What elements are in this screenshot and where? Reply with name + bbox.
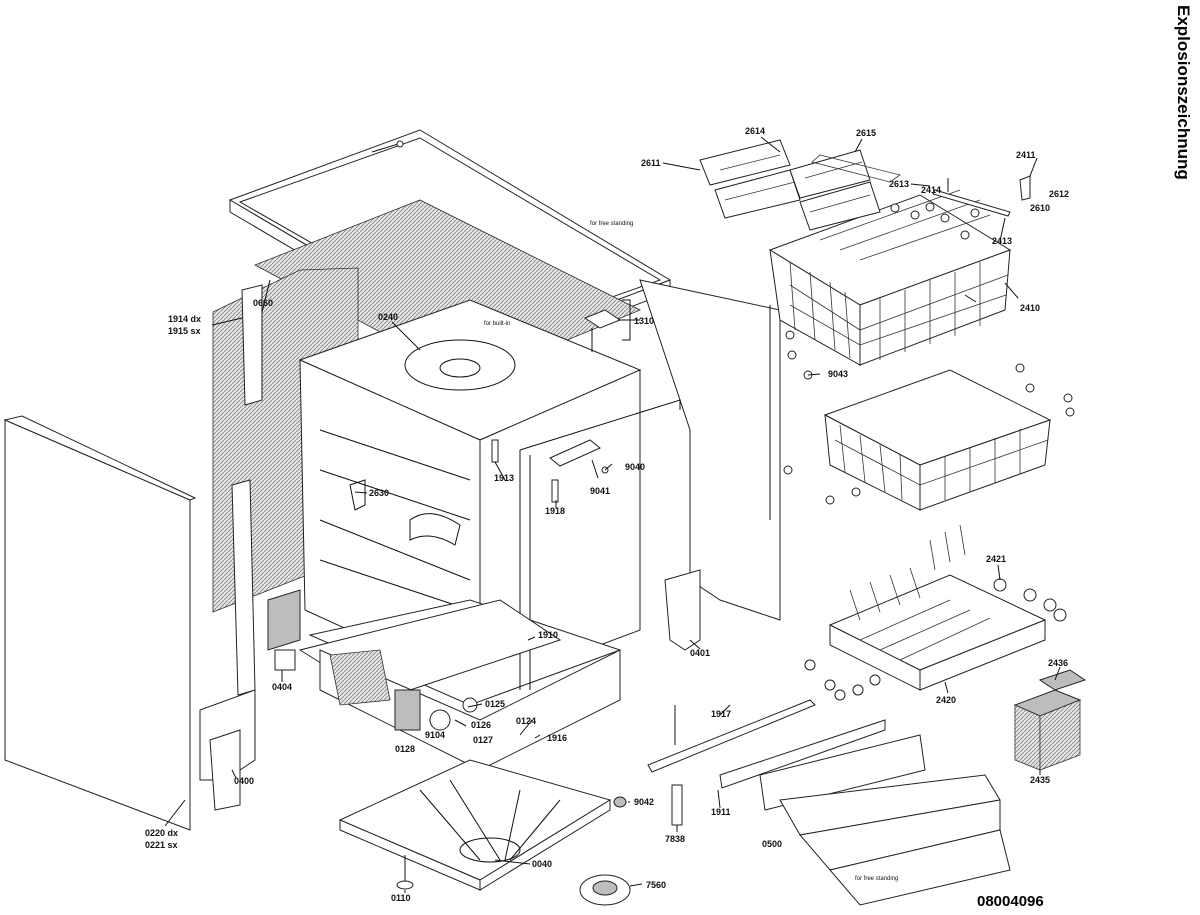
cutlery-basket: [1013, 669, 1087, 771]
label-2611: 2611: [641, 158, 661, 168]
label-1917: 1917: [711, 709, 731, 719]
pump-wheel-icon: [579, 874, 631, 906]
electronics-module: [267, 589, 301, 671]
label-1911: 1911: [711, 807, 731, 817]
diagram-title: Explosionszeichnung: [1174, 5, 1193, 180]
nut-9042: [613, 796, 627, 808]
label-2614: 2614: [745, 126, 765, 136]
middle-basket: [823, 369, 1052, 511]
drawing-number: 08004096: [977, 893, 1044, 910]
label-0240: 0240: [378, 312, 398, 322]
upper-basket: [768, 189, 1012, 366]
label-2410: 2410: [1020, 303, 1040, 313]
label-0040: 0040: [532, 859, 552, 869]
label-2420: 2420: [936, 695, 956, 705]
label-1915: 1915 sx: [168, 326, 201, 336]
label-2435: 2435: [1030, 775, 1050, 785]
label-2610: 2610: [1030, 203, 1050, 213]
label-0220: 0220 dx: [145, 828, 178, 838]
hinge-bracket: [583, 309, 622, 352]
door-panel: [4, 419, 191, 831]
part-labels: 2614 2615 2611 2613 2411 2414 2612 2610 …: [145, 126, 1069, 903]
label-7838: 7838: [665, 834, 685, 844]
cabinet-side-wall: [639, 279, 781, 621]
label-1916: 1916: [547, 733, 567, 743]
label-0221: 0221 sx: [145, 840, 178, 850]
label-9041: 9041: [590, 486, 610, 496]
label-2630: 2630: [369, 488, 389, 498]
label-1918: 1918: [545, 506, 565, 516]
label-9042: 9042: [634, 797, 654, 807]
spray-arm-clip: [349, 479, 366, 511]
label-2615: 2615: [856, 128, 876, 138]
basket-rollers: [783, 202, 1075, 701]
label-1913: 1913: [494, 473, 514, 483]
label-9043: 9043: [828, 369, 848, 379]
label-2612: 2612: [1049, 189, 1069, 199]
label-0126: 0126: [471, 720, 491, 730]
leader-lines: [164, 136, 1061, 893]
label-1910: 1910: [538, 630, 558, 640]
label-0404: 0404: [272, 682, 292, 692]
label-0128: 0128: [395, 744, 415, 754]
note-for-free-standing-top: for free standing: [590, 221, 633, 227]
label-2613: 2613: [889, 179, 909, 189]
label-2413: 2413: [992, 236, 1012, 246]
bracket-1913: [491, 439, 499, 463]
base-tray: [338, 759, 612, 891]
base-assembly: [298, 599, 621, 771]
label-0401: 0401: [690, 648, 710, 658]
label-7560: 7560: [646, 880, 666, 890]
label-1310: 1310: [634, 316, 654, 326]
foot-screw-icon: [396, 855, 414, 890]
label-9104: 9104: [425, 730, 445, 740]
label-9040: 9040: [625, 462, 645, 472]
note-for-free-standing-bottom: for free standing: [855, 876, 898, 882]
cup-shelf-rack: [699, 139, 881, 231]
label-2411: 2411: [1016, 150, 1036, 160]
label-2421: 2421: [986, 554, 1006, 564]
label-0110: 0110: [391, 893, 411, 903]
label-0660: 0660: [253, 298, 273, 308]
door-panel-edge: [3, 415, 197, 501]
label-0125: 0125: [485, 699, 505, 709]
note-for-built-in: for built-in: [484, 321, 510, 327]
left-frame-bracket: [199, 284, 263, 811]
lower-basket: [828, 524, 1047, 691]
right-frame-bracket: [664, 569, 701, 651]
label-2436: 2436: [1048, 658, 1068, 668]
rack-strip: [811, 154, 901, 183]
lower-rails: [647, 699, 1011, 906]
label-0500: 0500: [762, 839, 782, 849]
bracket-1918: [551, 479, 559, 503]
rod-7838: [671, 784, 683, 826]
basket-rail: [932, 175, 1031, 217]
label-1914: 1914 dx: [168, 314, 201, 324]
label-0127: 0127: [473, 735, 493, 745]
screw-icon: [371, 140, 404, 153]
label-2414: 2414: [921, 185, 941, 195]
label-0400: 0400: [234, 776, 254, 786]
label-0124: 0124: [516, 716, 536, 726]
